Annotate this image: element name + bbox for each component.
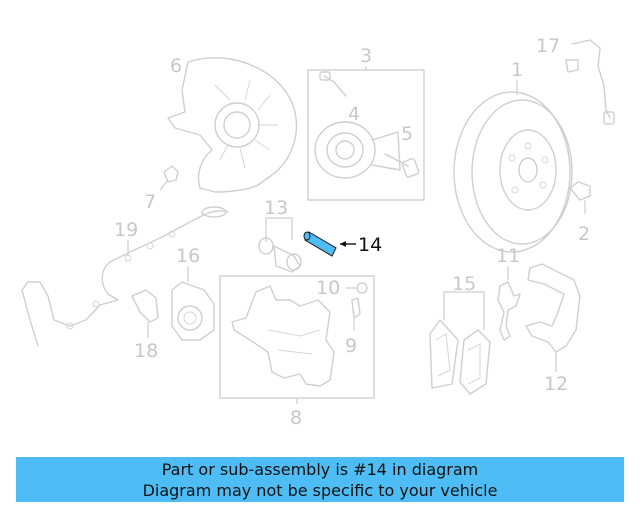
caliper-carrier-part-12	[525, 263, 581, 372]
info-banner: Part or sub-assembly is #14 in diagram D…	[16, 457, 624, 502]
guide-pin-part-14-highlighted	[303, 231, 356, 257]
caliper-housing-part-16	[171, 266, 215, 341]
bleeder-screw-part-9	[351, 297, 361, 330]
callout-4: 4	[348, 103, 360, 125]
callout-19: 19	[114, 219, 138, 241]
rotor-screw-part-2	[569, 181, 591, 214]
banner-line-2: Diagram may not be specific to your vehi…	[142, 481, 498, 500]
callout-9: 9	[345, 335, 357, 357]
callout-3: 3	[360, 45, 372, 67]
brake-hose-part-17	[565, 39, 615, 125]
clip-part-7	[159, 165, 179, 191]
callout-13: 13	[264, 197, 288, 219]
guide-bushings-part-13	[258, 217, 302, 273]
bleeder-cap-part-10	[346, 282, 368, 294]
brake-pads-part-15	[429, 291, 491, 395]
callout-5: 5	[401, 123, 413, 145]
callout-11: 11	[496, 245, 520, 267]
callout-16: 16	[176, 245, 200, 267]
hub-bolt-part-5	[384, 153, 420, 178]
callout-18: 18	[134, 340, 158, 362]
callout-15: 15	[452, 273, 476, 295]
callout-1: 1	[511, 59, 523, 81]
hub-bolt-part-4	[319, 71, 347, 97]
brake-caliper-part-8	[231, 285, 335, 387]
spring-clip-part-11	[497, 266, 521, 341]
dust-shield-part-6	[167, 57, 298, 193]
callout-2: 2	[578, 223, 590, 245]
speed-sensor-part-18	[131, 289, 159, 338]
brake-rotor-part-1	[453, 91, 573, 253]
callout-12: 12	[544, 373, 568, 395]
callout-17: 17	[536, 35, 560, 57]
callout-6: 6	[170, 55, 182, 77]
callout-8: 8	[290, 407, 302, 429]
callout-7: 7	[144, 191, 156, 213]
callout-10: 10	[316, 277, 340, 299]
wheel-hub-bearing	[314, 121, 401, 179]
banner-line-1: Part or sub-assembly is #14 in diagram	[161, 460, 479, 479]
callout-14: 14	[358, 234, 382, 256]
